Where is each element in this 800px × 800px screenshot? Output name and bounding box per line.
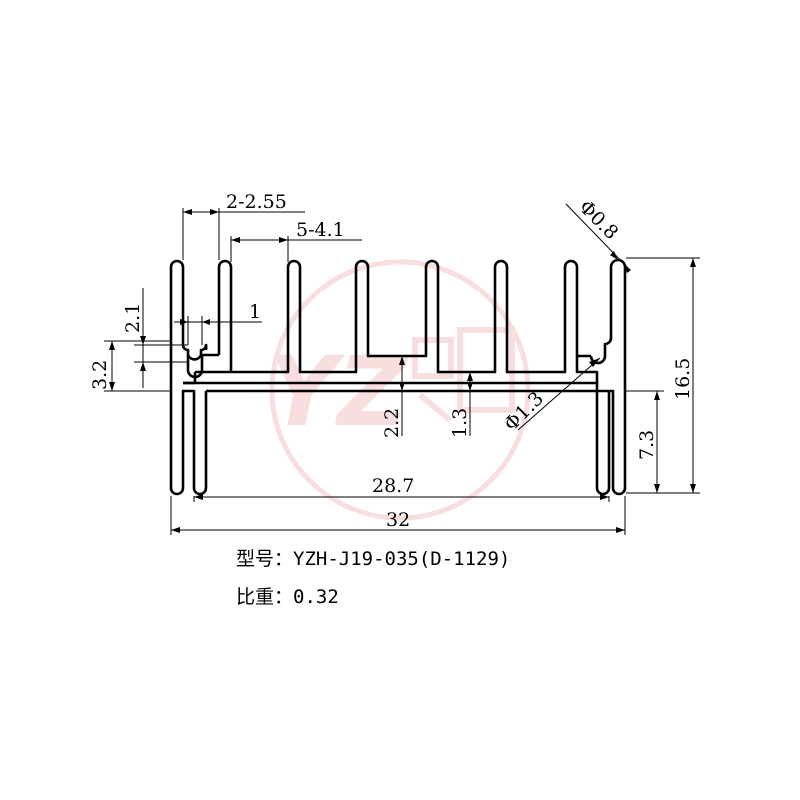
label-total-height: 16.5 (672, 358, 694, 400)
dim-side-height: 3.2 (89, 340, 171, 392)
label-fin-pitch: 2-2.55 (226, 191, 287, 213)
label-base-height: 2.2 (381, 408, 403, 438)
weight-label: 比重： (236, 586, 294, 608)
dim-slot-height: 2.1 (122, 288, 188, 388)
model-info: 型号：YZH-J19-035(D-1129) (236, 544, 510, 571)
dim-leg-height: 7.3 (626, 390, 664, 493)
dim-groove-depth: 1.3 (449, 372, 473, 438)
label-slot-height: 2.1 (122, 303, 144, 333)
dim-total-height: 16.5 (626, 257, 700, 494)
label-side-height: 3.2 (89, 360, 111, 390)
weight-info: 比重：0.32 (236, 582, 339, 609)
label-groove-width: 5-4.1 (296, 219, 345, 241)
dim-inner-width: 28.7 (193, 475, 610, 502)
model-value: YZH-J19-035(D-1129) (293, 548, 511, 570)
dim-groove-width: 5-4.1 (230, 219, 362, 262)
heatsink-profile (169, 258, 627, 496)
model-label: 型号： (236, 548, 294, 570)
weight-value: 0.32 (293, 586, 339, 608)
label-slot-width: 1 (249, 301, 261, 323)
label-total-width: 32 (386, 509, 410, 531)
label-groove-depth: 1.3 (449, 408, 471, 438)
dim-base-height: 2.2 (381, 356, 405, 438)
dim-fin-pitch: 2-2.55 (182, 191, 305, 260)
dim-slot-width: 1 (174, 301, 262, 345)
dim-fin-tip-diameter: Φ0.8 (565, 196, 631, 273)
label-leg-height: 7.3 (636, 430, 658, 460)
dim-total-width: 32 (170, 496, 626, 535)
label-inner-width: 28.7 (372, 475, 414, 497)
